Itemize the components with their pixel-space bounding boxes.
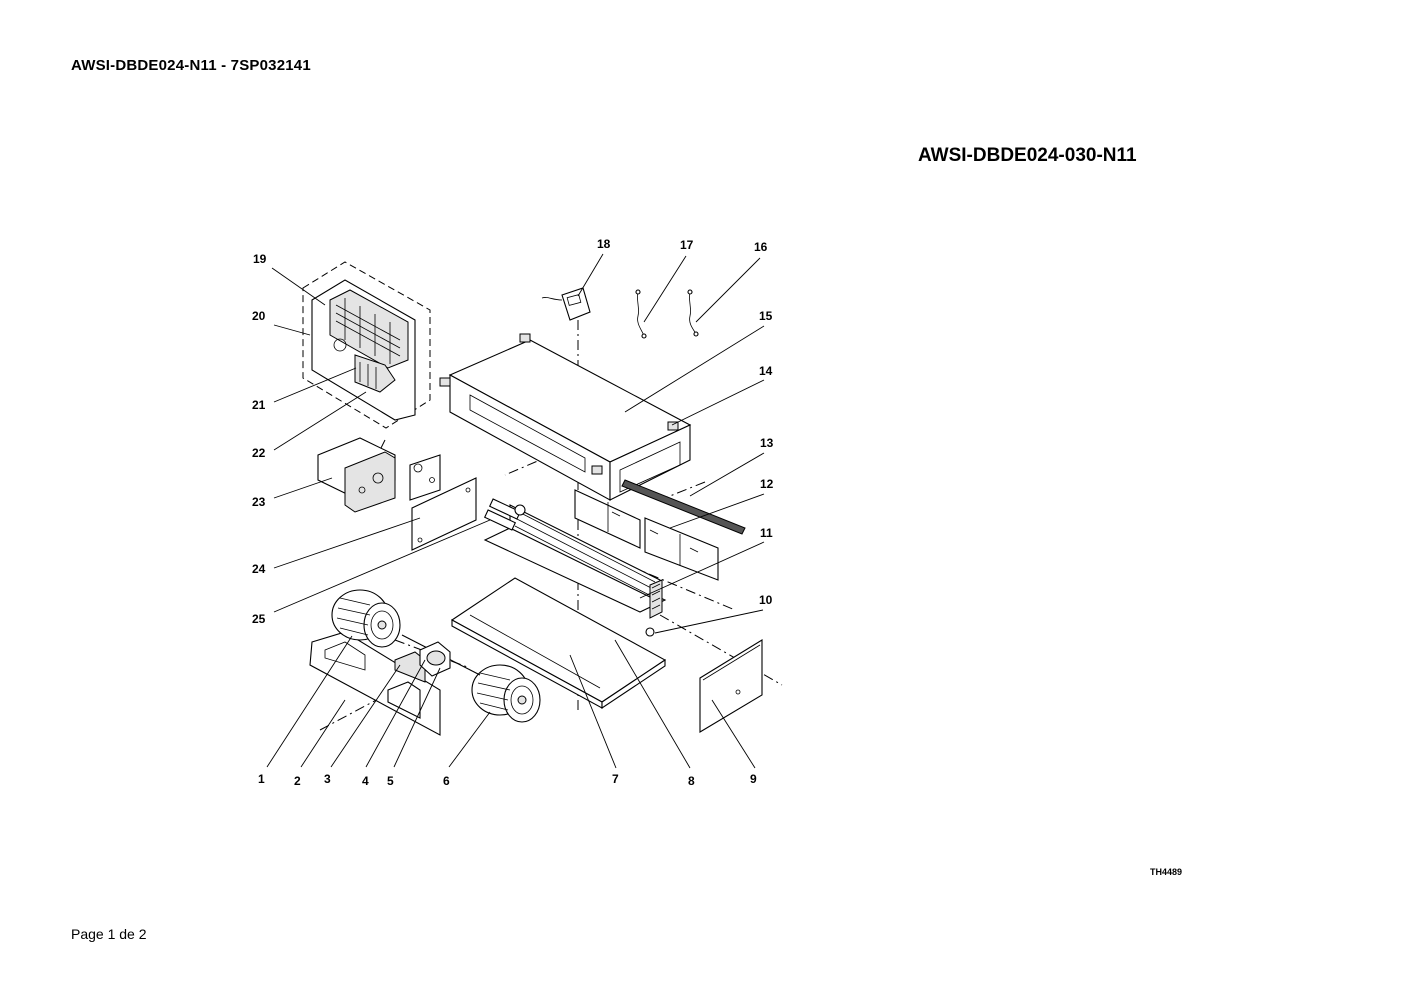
part-label-11: 11: [760, 526, 773, 540]
part-label-9: 9: [750, 772, 757, 786]
control-bracket: [409, 454, 441, 501]
leader-lines: [266, 253, 765, 769]
part-label-18: 18: [597, 237, 611, 251]
blower-fan-right: [471, 664, 541, 723]
fan-plate: [309, 631, 441, 736]
coil-assembly: [483, 498, 667, 637]
mounting-plate: [317, 437, 396, 513]
fan-motor: [401, 634, 481, 677]
bottom-base: [450, 577, 667, 710]
side-panel-24: [411, 477, 477, 551]
part-label-21: 21: [252, 398, 266, 412]
part-label-20: 20: [252, 309, 266, 323]
part-label-16: 16: [754, 240, 768, 254]
cover-panels: [574, 479, 746, 581]
page-number: Page 1 de 2: [71, 926, 147, 942]
part-label-1: 1: [258, 772, 265, 786]
part-label-12: 12: [760, 477, 774, 491]
part-label-7: 7: [612, 772, 619, 786]
top-cabinet: [439, 333, 692, 501]
part-label-23: 23: [252, 495, 266, 509]
part-label-22: 22: [252, 446, 266, 460]
part-label-2: 2: [294, 774, 301, 788]
part-label-19: 19: [253, 252, 267, 266]
blower-fan-left: [331, 589, 401, 648]
electrical-box: [302, 261, 431, 429]
part-label-4: 4: [362, 774, 369, 788]
part-label-13: 13: [760, 436, 774, 450]
sensor-16: [687, 289, 699, 337]
part-label-17: 17: [680, 238, 694, 252]
part-label-14: 14: [759, 364, 773, 378]
part-label-15: 15: [759, 309, 773, 323]
part-label-6: 6: [443, 774, 450, 788]
part-label-24: 24: [252, 562, 266, 576]
side-panel-9: [699, 639, 763, 733]
drawing-code: TH4489: [1150, 867, 1183, 877]
part-label-10: 10: [759, 593, 773, 607]
part-label-25: 25: [252, 612, 266, 626]
part-label-3: 3: [324, 772, 331, 786]
sensor-17: [635, 289, 647, 339]
coil-pipes: [483, 498, 526, 531]
part-label-5: 5: [387, 774, 394, 788]
document-title: AWSI-DBDE024-N11 - 7SP032141: [71, 57, 311, 74]
remote-controller: [541, 287, 591, 321]
part-number-labels: 1 2 3 4 5 6 7 8 9 10 11 12 13 14 15 16 1…: [252, 237, 774, 788]
model-title: AWSI-DBDE024-030-N11: [918, 145, 1137, 166]
part-label-8: 8: [688, 774, 695, 788]
